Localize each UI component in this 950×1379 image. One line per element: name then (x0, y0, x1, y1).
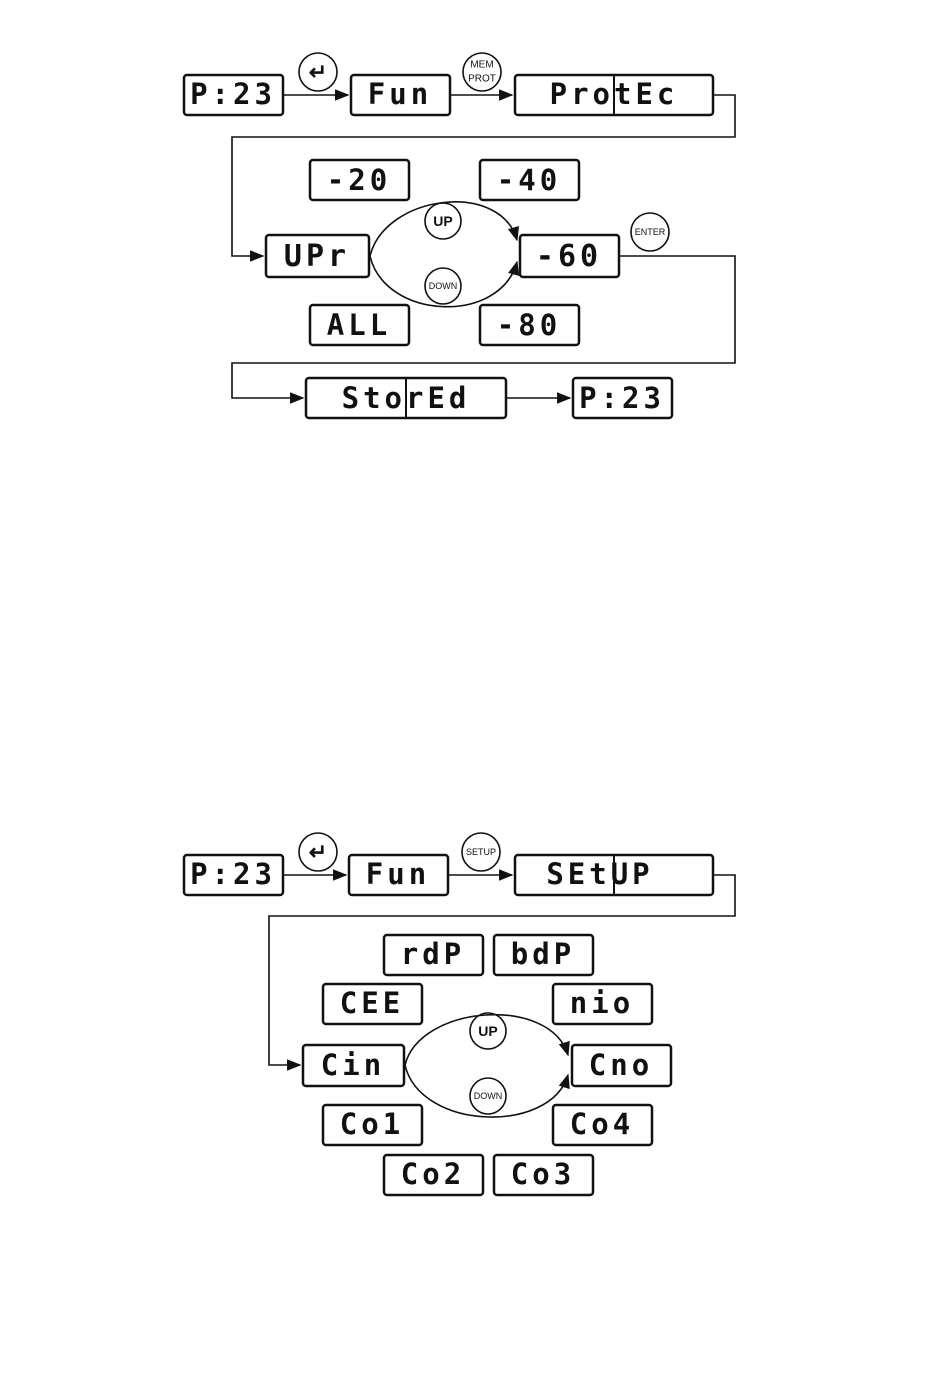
mem-prot-label-line2: PROT (468, 74, 496, 85)
display-stored-text: StorEd (342, 381, 471, 415)
display2-nio: nio (553, 984, 652, 1024)
enter-key-icon: ↵ (309, 60, 327, 85)
display-stored: StorEd (306, 378, 506, 418)
display2-nio-text: nio (570, 986, 634, 1020)
mem-prot-label-line1: MEM (470, 60, 493, 71)
enter-button[interactable]: ENTER (631, 213, 669, 251)
display-minus-60-text: -60 (536, 239, 602, 274)
display-p23-end: P:23 (573, 378, 672, 418)
down-button-2[interactable]: DOWN (470, 1078, 506, 1114)
display-all: ALL (310, 305, 409, 345)
display2-co4: Co4 (553, 1105, 652, 1145)
display2-co4-text: Co4 (570, 1107, 634, 1141)
display2-rdp-text: rdP (401, 937, 465, 971)
display2-setup-text: SEtUP (546, 857, 653, 891)
setup-flow-diagram: P:23 Fun SEtUP rdP bdP CEE nio C (184, 833, 735, 1195)
display2-cee: CEE (323, 984, 422, 1024)
setup-button-label: SETUP (466, 847, 496, 857)
display-p23: P:23 (184, 75, 283, 115)
display2-fun-text: Fun (366, 857, 430, 891)
display-fun-text: Fun (368, 77, 432, 111)
display2-cno: Cno (572, 1045, 671, 1086)
display2-bdp-text: bdP (511, 937, 575, 971)
display-minus-40: -40 (480, 160, 579, 200)
down-button-label: DOWN (474, 1091, 503, 1101)
up-button-2[interactable]: UP (470, 1013, 506, 1049)
display2-p23: P:23 (184, 855, 283, 895)
down-button[interactable]: DOWN (425, 268, 461, 304)
enter-key-button-2[interactable]: ↵ (299, 833, 337, 871)
display-minus-80-text: -80 (497, 308, 561, 342)
up-button-label: UP (433, 213, 452, 229)
down-button-label: DOWN (429, 281, 458, 291)
display2-p23-text: P:23 (190, 857, 276, 891)
display2-setup: SEtUP (515, 855, 713, 895)
display-minus-80: -80 (480, 305, 579, 345)
display2-cin: Cin (303, 1045, 404, 1086)
display2-cee-text: CEE (340, 986, 404, 1020)
setup-button[interactable]: SETUP (462, 833, 500, 871)
up-button[interactable]: UP (425, 203, 461, 239)
display-minus-20-text: -20 (327, 163, 391, 197)
display2-bdp: bdP (494, 935, 593, 975)
display-p23-text: P:23 (190, 77, 276, 111)
enter-key-icon: ↵ (309, 840, 327, 865)
up-button-label: UP (478, 1023, 497, 1039)
display2-cin-text: Cin (321, 1048, 385, 1082)
enter-key-button[interactable]: ↵ (299, 53, 337, 91)
display2-co1: Co1 (323, 1105, 422, 1145)
display2-rdp: rdP (384, 935, 483, 975)
display2-cno-text: Cno (589, 1048, 653, 1082)
display2-co3: Co3 (494, 1155, 593, 1195)
display2-co3-text: Co3 (511, 1157, 575, 1191)
display-fun: Fun (351, 75, 450, 115)
display-minus-40-text: -40 (497, 163, 561, 197)
display-all-text: ALL (327, 308, 391, 342)
display-upr: UPr (266, 235, 369, 277)
display2-fun: Fun (349, 855, 448, 895)
enter-button-label: ENTER (635, 227, 666, 237)
display-minus-20: -20 (310, 160, 409, 200)
protection-flow-diagram: P:23 Fun ProtEc -20 -40 UPr -60 ALL (184, 53, 735, 418)
display2-co2: Co2 (384, 1155, 483, 1195)
display-upr-text: UPr (284, 239, 350, 274)
display2-co2-text: Co2 (401, 1157, 465, 1191)
display2-co1-text: Co1 (340, 1107, 404, 1141)
mem-prot-button[interactable]: MEM PROT (463, 53, 501, 91)
display-p23-end-text: P:23 (579, 381, 665, 415)
display-minus-60: -60 (520, 235, 619, 277)
